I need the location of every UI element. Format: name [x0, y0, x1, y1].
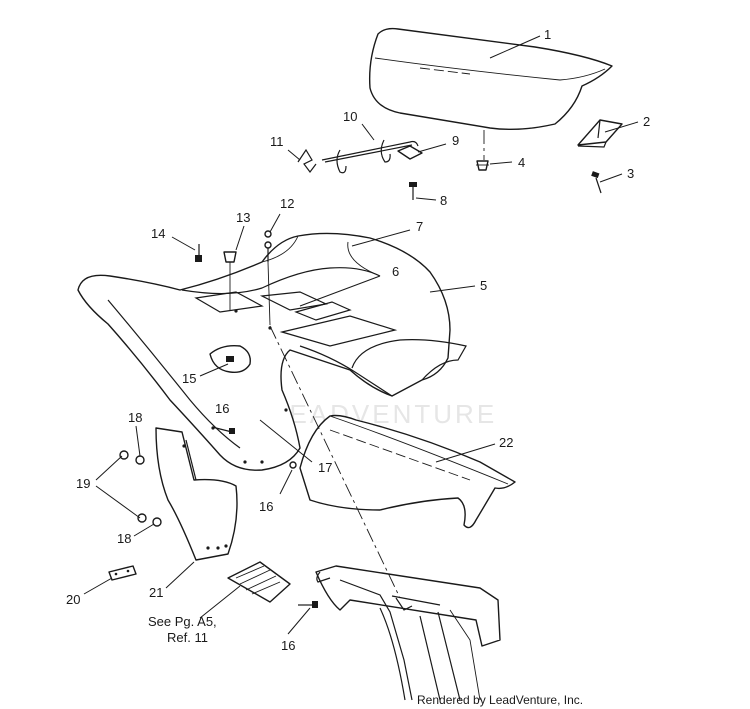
callout-20: 20	[66, 592, 80, 607]
plate-part	[108, 565, 137, 581]
washer-hardware	[119, 450, 162, 527]
callout-9: 9	[452, 133, 459, 148]
frame-part	[315, 565, 501, 701]
seat-part	[368, 27, 613, 131]
credit-text: Rendered by LeadVenture, Inc.	[417, 693, 583, 707]
callout-5: 5	[480, 278, 487, 293]
foot-peg-part	[227, 561, 291, 603]
bracket-part	[577, 119, 623, 148]
callout-6: 6	[392, 264, 399, 279]
reference-note-line1: See Pg. A5,	[148, 614, 217, 629]
callout-18-upper: 18	[128, 410, 142, 425]
callout-22: 22	[499, 435, 513, 450]
callout-16-upper: 16	[215, 401, 229, 416]
alignment-lines	[269, 130, 485, 599]
callout-16-lower: 16	[281, 638, 295, 653]
latch-rod-part	[321, 139, 419, 174]
callout-8: 8	[440, 193, 447, 208]
callout-17: 17	[318, 460, 332, 475]
callout-14: 14	[151, 226, 165, 241]
callout-2: 2	[643, 114, 650, 129]
callout-3: 3	[627, 166, 634, 181]
callout-15: 15	[182, 371, 196, 386]
callout-12: 12	[280, 196, 294, 211]
watermark-text: LEADVENTURE	[272, 399, 497, 429]
callout-21: 21	[149, 585, 163, 600]
callout-1: 1	[544, 27, 551, 42]
leader-lines	[83, 35, 639, 635]
latch-plate-part	[397, 145, 423, 160]
screw-part-3	[591, 171, 602, 194]
spring-part	[297, 148, 317, 173]
screws-part-16	[211, 426, 318, 608]
callout-16-middle: 16	[259, 499, 273, 514]
callout-13: 13	[236, 210, 250, 225]
callout-18-lower: 18	[117, 531, 131, 546]
fastener-hardware	[195, 230, 272, 326]
mud-flap-part	[155, 427, 238, 561]
flap-part	[209, 344, 251, 374]
callout-labels: 1 2 3 4 5 6 7 8 9 10 11 12 13 14 15 16 1…	[66, 27, 650, 653]
screw-part-8	[409, 182, 417, 200]
callout-11: 11	[270, 134, 284, 149]
callout-4: 4	[518, 155, 525, 170]
reference-note-line2: Ref. 11	[167, 630, 208, 645]
inner-fender-part	[299, 414, 516, 529]
mount-plate-part	[294, 301, 352, 321]
callout-19: 19	[76, 476, 90, 491]
grommet-part	[476, 160, 489, 171]
callout-7: 7	[416, 219, 423, 234]
callout-10: 10	[343, 109, 357, 124]
